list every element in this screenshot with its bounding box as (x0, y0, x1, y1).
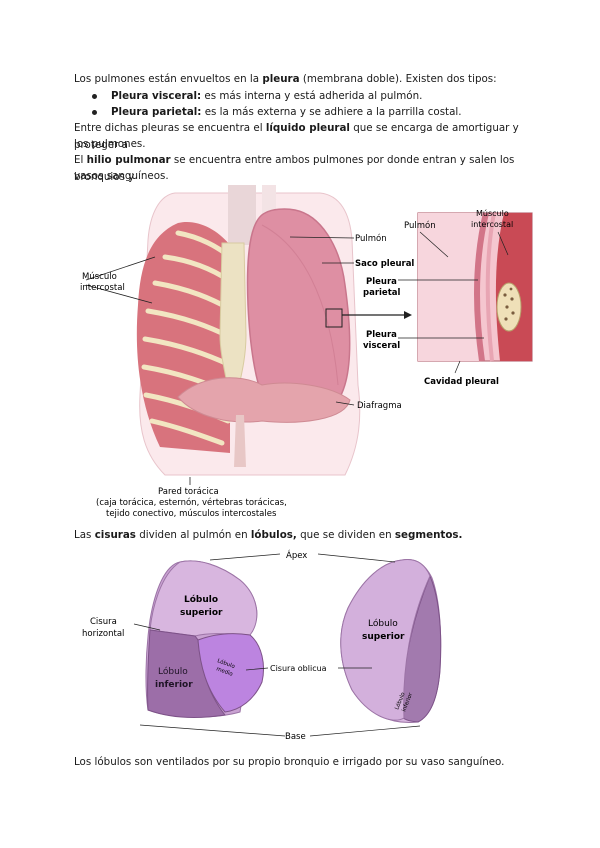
text: El (74, 154, 87, 166)
label-saco-pleural: Saco pleural (355, 259, 414, 269)
label-lobulo-superior-right: Lóbulo (184, 594, 218, 605)
label-pleura-visceral-2: visceral (363, 341, 400, 351)
term-cisuras: cisuras (94, 529, 136, 541)
label-lobulo-medio-2: medio (215, 666, 234, 678)
label-cisura-horizontal: Cisura (90, 617, 117, 627)
label-cisura-oblicua: Cisura oblicua (270, 664, 327, 673)
bullet-dot-icon (92, 109, 97, 115)
text: que se encarga de amortiguar y proteger … (74, 122, 519, 151)
term-hilio-pulmonar: hilio pulmonar (86, 154, 171, 166)
text: Los pulmones están envueltos en la (74, 73, 263, 85)
term-pleura-parietal: Pleura parietal: (111, 106, 202, 118)
text: es la más externa y se adhiere a la parr… (201, 106, 462, 118)
label-lobulo-inferior-right-2: inferior (155, 680, 193, 690)
thorax-illustration: Músculo intercostal Pulmón Saco pleural … (80, 185, 533, 519)
lung-lobes-diagram: Ápex Base Lóbulo superior Cisura horizon… (82, 549, 442, 742)
label-lobulo-superior-left: Lóbulo (368, 618, 398, 629)
label-apex: Ápex (286, 549, 307, 561)
label-base: Base (285, 732, 306, 742)
label-musculo-intercostal: Músculo (82, 272, 117, 282)
lobe-superior-left (340, 559, 431, 721)
intro-line-1: Los pulmones están envueltos en la pleur… (74, 71, 534, 88)
term-liquido-pleural: líquido pleural (265, 122, 350, 134)
label-pared-toracica: Pared torácica (158, 487, 219, 497)
label-diafragma: Diafragma (357, 401, 402, 411)
right-lung (246, 208, 351, 398)
term-lobulos: lóbulos, (250, 529, 297, 541)
label-lobulo-superior-right-2: superior (180, 608, 223, 618)
term-pleura: pleura (262, 73, 300, 85)
label-pleura-parietal: Pleura (366, 277, 397, 287)
label-pleura-parietal-2: parietal (363, 288, 400, 298)
term-segmentos: segmentos. (394, 529, 463, 541)
lobe-medio-right (197, 633, 264, 713)
text: se encuentra entre ambos pulmones por do… (74, 154, 515, 183)
intro-line-6: El hilio pulmonar se encuentra entre amb… (74, 152, 534, 186)
label-pulmon: Pulmón (355, 233, 387, 244)
label-pared-toracica-3: tejido conectivo, músculos intercostales (106, 509, 277, 519)
label-inset-pulmon: Pulmón (404, 220, 436, 231)
text: Entre dichas pleuras se encuentra el (74, 122, 266, 134)
bullet-pleura-parietal: Pleura parietal: es la más externa y se … (92, 104, 462, 121)
label-cavidad-pleural: Cavidad pleural (424, 377, 499, 387)
label-pared-toracica-2: (caja torácica, esternón, vértebras torá… (96, 497, 287, 508)
text: dividen al pulmón en (135, 529, 251, 541)
label-pleura-visceral: Pleura (366, 330, 397, 340)
text: es más interna y está adherida al pulmón… (201, 90, 423, 102)
bullet-dot-icon (92, 93, 97, 99)
bullet-pleura-visceral: Pleura visceral: es más interna y está a… (92, 88, 422, 105)
label-inset-musculo-2: intercostal (471, 220, 513, 229)
label-cisura-horizontal-2: horizontal (82, 629, 124, 639)
label-inset-musculo: Músculo (476, 209, 509, 218)
label-lobulo-superior-left-2: superior (362, 632, 405, 642)
text: que se dividen en (296, 529, 395, 541)
cisuras-line: Las cisuras dividen al pulmón en lóbulos… (74, 527, 534, 544)
text: Las (74, 529, 95, 541)
intro-line-4: Entre dichas pleuras se encuentra el líq… (74, 120, 534, 154)
rib-bone (496, 282, 522, 332)
footer-line: Los lóbulos son ventilados por su propio… (74, 756, 505, 768)
label-musculo-intercostal-2: intercostal (80, 283, 125, 293)
pleura-inset (417, 212, 533, 362)
text: (membrana doble). Existen dos tipos: (299, 73, 497, 85)
diaphragm (177, 377, 351, 423)
intro-line-7: vasos sanguíneos. (74, 170, 169, 182)
label-lobulo-inferior-right: Lóbulo (158, 666, 188, 677)
intro-line-5: los pulmones. (74, 138, 146, 150)
term-pleura-visceral: Pleura visceral: (111, 90, 202, 102)
